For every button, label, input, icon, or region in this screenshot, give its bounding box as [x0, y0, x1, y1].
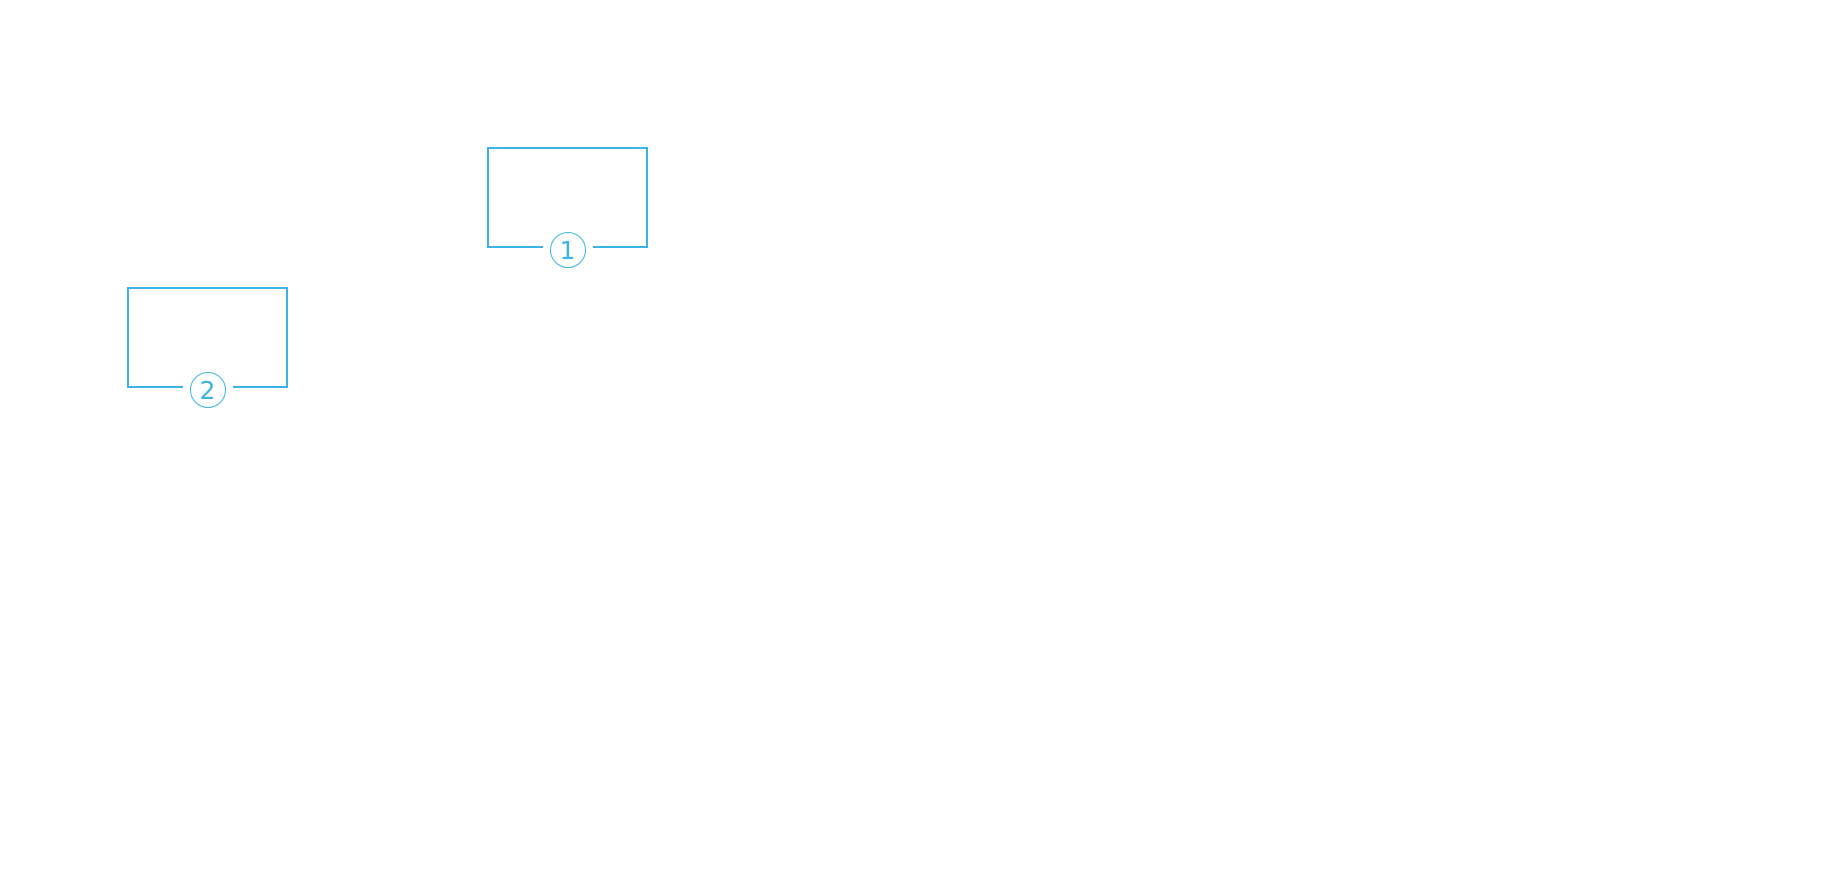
callout-badge-2: 2	[182, 371, 233, 409]
callout-box-2: 2	[127, 287, 288, 409]
callout-number-1: 1	[549, 232, 586, 268]
callout-number-2: 2	[189, 372, 226, 408]
callout-badge-1: 1	[542, 231, 593, 269]
callout-box-1: 1	[487, 147, 648, 269]
